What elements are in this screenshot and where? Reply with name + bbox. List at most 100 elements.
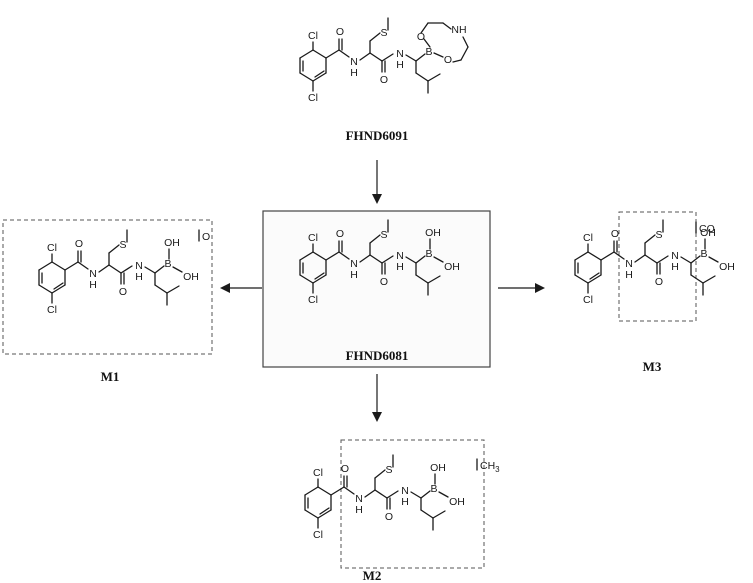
backbone-bond [405, 256, 417, 264]
boron-bond [690, 255, 701, 264]
benzene-bond [312, 274, 327, 284]
side-chain-bond [369, 234, 381, 244]
nitrogen-atom: N [401, 485, 409, 497]
hydrogen-atom: H [350, 269, 358, 281]
benzene-bond [299, 49, 314, 59]
nitrogen-atom: N [625, 258, 633, 270]
side-chain-bond [108, 244, 120, 254]
isobutyl-bond [702, 275, 716, 284]
oxygen-atom: O [336, 26, 344, 38]
svg-text:O: O [202, 231, 210, 243]
backbone-bond [369, 52, 383, 62]
nitrogen-atom: NH [451, 24, 466, 36]
oxygen-atom: O [385, 511, 393, 523]
oxygen-atom: O [380, 74, 388, 86]
backbone-bond [144, 266, 156, 274]
amide-bond [656, 255, 669, 264]
side-chain-bond [415, 72, 429, 82]
boron-atom: B [430, 483, 437, 495]
m3-modification-label: CO [695, 221, 715, 235]
benzene-inner-bond [314, 272, 325, 280]
svg-text:CO: CO [699, 223, 715, 235]
ring-bond [420, 22, 429, 34]
benzene-bond [299, 274, 314, 284]
nitrogen-atom: N [355, 493, 363, 505]
m2-name: M2 [363, 568, 382, 583]
benzene-inner-bond [589, 272, 600, 280]
benzene-bond [299, 251, 314, 261]
m1-name: M1 [101, 369, 120, 384]
hydroxyl-group: OH [164, 237, 180, 249]
oxygen-atom: O [655, 276, 663, 288]
boronic-bond [172, 266, 183, 273]
hydrogen-atom: H [396, 59, 404, 71]
isobutyl-bond [427, 73, 441, 82]
amide-bond [120, 265, 133, 274]
benzene-bond [587, 274, 602, 284]
amide-bond [386, 490, 399, 499]
boron-bond [420, 490, 431, 499]
hydroxyl-group: OH [700, 227, 716, 239]
hydroxyl-group: OH [719, 261, 735, 273]
benzene-bond [304, 509, 319, 519]
amide-bond [343, 486, 355, 495]
backbone-bond [364, 489, 376, 498]
hydrogen-atom: H [350, 67, 358, 79]
hydrogen-atom: H [396, 261, 404, 273]
amide-bond [381, 255, 394, 264]
oxygen-atom: O [611, 228, 619, 240]
prodrug-name: FHND6091 [346, 128, 409, 143]
hydrogen-atom: H [355, 504, 363, 516]
m1-modification-label: O [198, 229, 210, 243]
nitrogen-atom: N [396, 250, 404, 262]
chlorine-atom: Cl [47, 242, 57, 254]
oxygen-atom: O [75, 238, 83, 250]
chlorine-atom: Cl [308, 232, 318, 244]
chlorine-atom: Cl [313, 467, 323, 479]
backbone-bond [405, 54, 417, 62]
sulfur-atom: S [380, 229, 387, 241]
m2-modification-label: CH3 [476, 458, 500, 474]
hydroxyl-group: OH [425, 227, 441, 239]
nitrogen-atom: N [671, 250, 679, 262]
oxygen-atom: O [336, 228, 344, 240]
backbone-bond [98, 264, 110, 273]
boron-atom: B [425, 248, 432, 260]
carbonyl-bond [325, 49, 340, 59]
amide-bond [613, 251, 625, 260]
benzene-bond [587, 251, 602, 261]
benzene-bond [312, 251, 327, 261]
benzene-inner-bond [53, 282, 64, 290]
benzene-bond [51, 261, 66, 271]
hydrogen-atom: H [401, 496, 409, 508]
boronic-bond [708, 256, 719, 263]
isobutyl-bond [432, 510, 446, 519]
isobutyl-bond [166, 285, 180, 294]
oxygen-atom: O [380, 276, 388, 288]
backbone-bond [359, 52, 371, 61]
backbone-bond [634, 254, 646, 263]
backbone-bond [410, 491, 422, 499]
svg-text:CH3: CH3 [480, 460, 500, 474]
benzene-bond [38, 261, 53, 271]
ring-bond [452, 59, 462, 63]
boron-atom: B [164, 258, 171, 270]
m3-modification-box [618, 211, 697, 322]
arrow-parent-to-m1 [220, 283, 262, 293]
boron-bond [415, 255, 426, 264]
sulfur-atom: S [385, 464, 392, 476]
ring-bond [462, 36, 469, 48]
benzene-bond [317, 486, 332, 496]
nitrogen-atom: N [350, 258, 358, 270]
chlorine-atom: Cl [308, 294, 318, 306]
sulfur-atom: S [655, 229, 662, 241]
benzene-bond [299, 72, 314, 82]
boron-bond [415, 53, 426, 62]
isobutyl-bond [427, 275, 441, 284]
backbone-bond [369, 254, 383, 264]
nitrogen-atom: N [350, 56, 358, 68]
chlorine-atom: Cl [583, 232, 593, 244]
